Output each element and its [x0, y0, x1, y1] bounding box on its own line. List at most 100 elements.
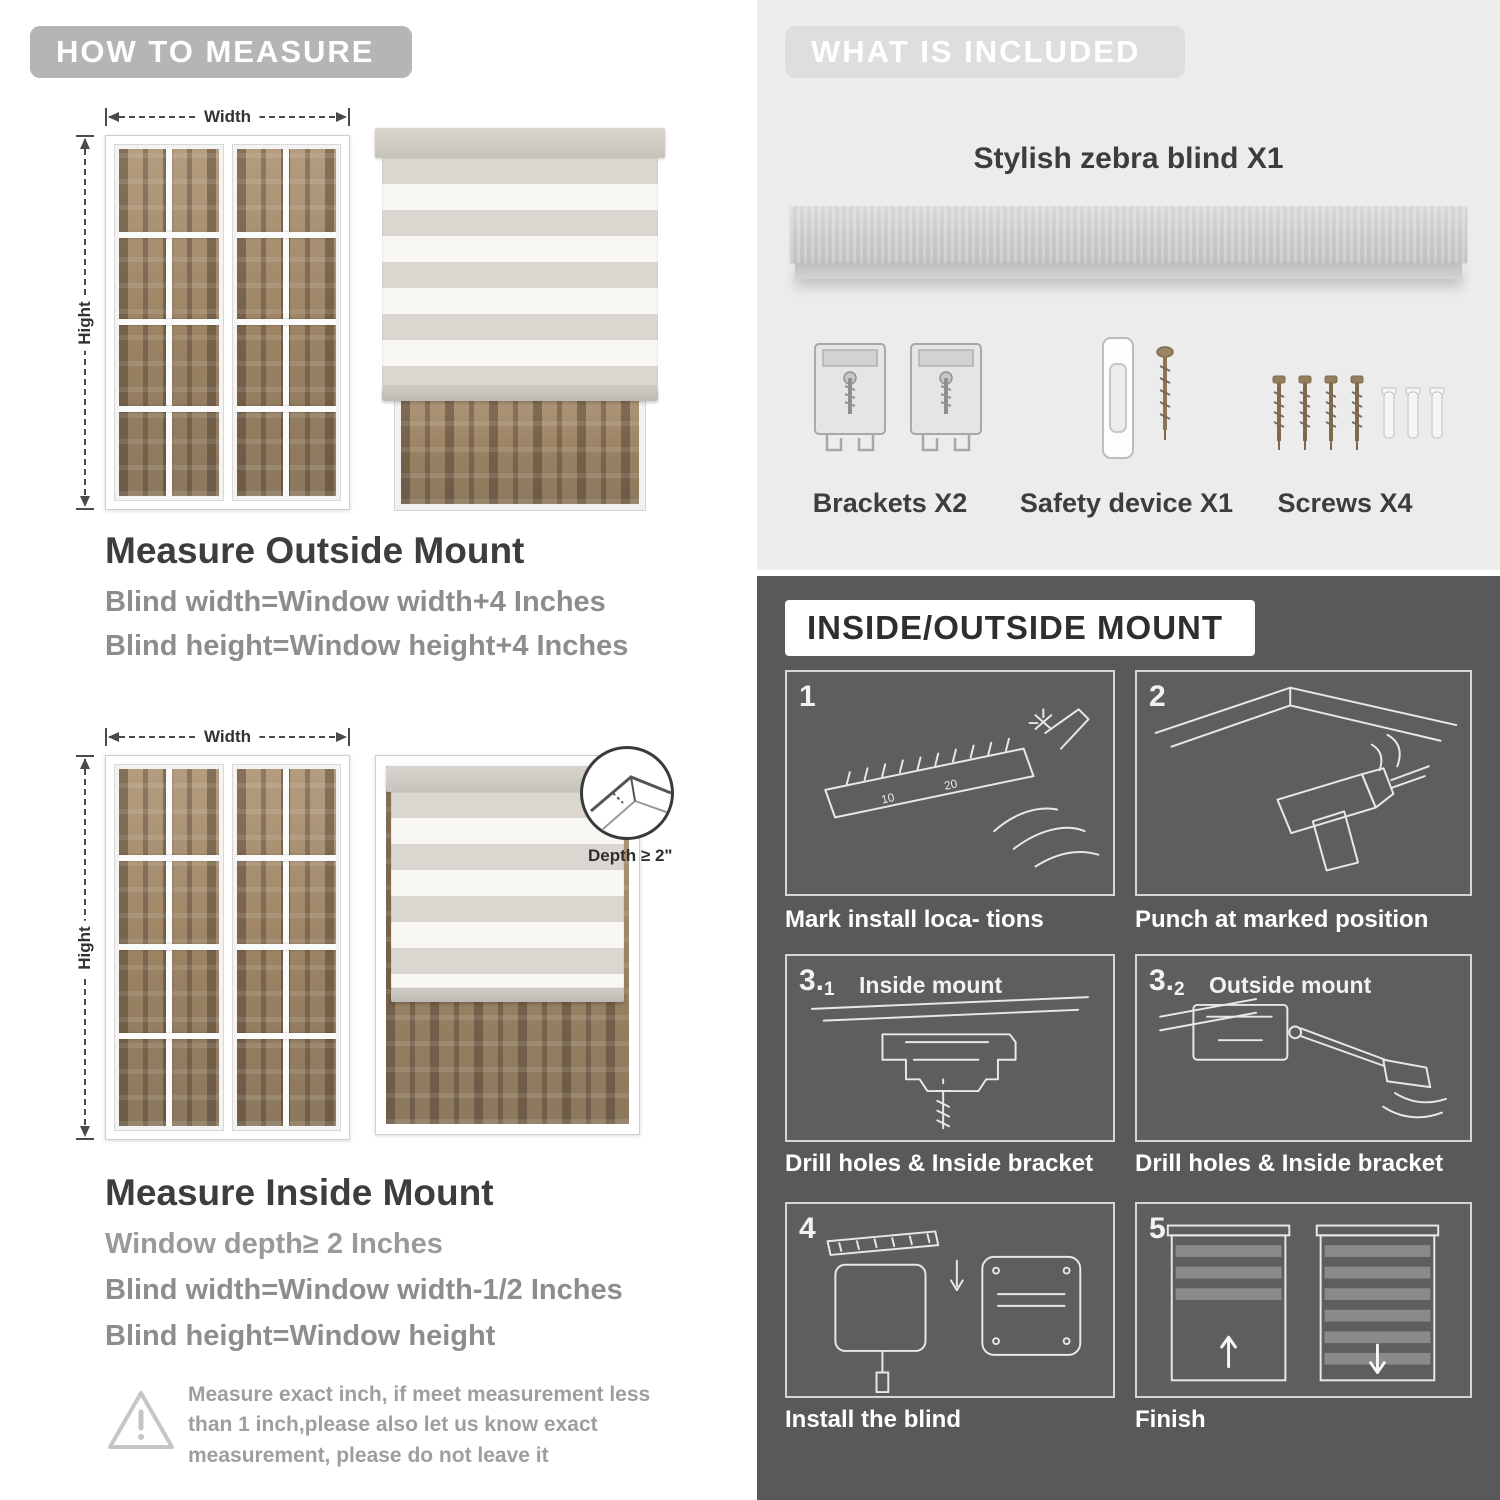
mount-header: INSIDE/OUTSIDE MOUNT — [785, 600, 1255, 656]
muntin — [236, 1033, 336, 1040]
step-2-caption: Punch at marked position — [1135, 906, 1429, 933]
blind-bottomrail — [382, 386, 658, 401]
install-blind-art — [826, 1230, 1082, 1394]
muntin — [119, 1033, 219, 1040]
step-4-panel: 4 — [785, 1202, 1115, 1398]
muntin — [236, 854, 336, 861]
step-1-caption: Mark install loca- tions — [785, 906, 1044, 933]
step-number-text: 3. — [1149, 964, 1175, 997]
window-behind-blind — [394, 377, 646, 511]
step-number: 3.2 — [1149, 964, 1185, 1000]
step-number: 1 — [799, 680, 816, 714]
step-3-2-panel: 3.2 Outside mount — [1135, 954, 1472, 1142]
width-dimension-arrow: Width — [105, 724, 350, 750]
outside-rule-2: Blind height=Window height+4 Inches — [105, 630, 629, 662]
window-sash — [231, 764, 341, 1131]
what-is-included-header: WHAT IS INCLUDED — [785, 26, 1185, 78]
window-sash — [231, 144, 341, 501]
blind-headrail — [375, 128, 665, 158]
step-number-text: 5 — [1149, 1212, 1166, 1245]
step-number: 2 — [1149, 680, 1166, 714]
height-dimension-arrow: Hight — [72, 135, 98, 510]
safety-device-icon — [1075, 334, 1205, 466]
inside-rule-1: Window depth≥ 2 Inches — [105, 1228, 443, 1260]
step-5-panel: 5 — [1135, 1202, 1472, 1398]
outside-rule-1: Blind width=Window width+4 Inches — [105, 586, 606, 618]
outside-mount-figure: Width Hight — [72, 104, 682, 514]
inside-mount-title: Measure Inside Mount — [105, 1172, 494, 1213]
window-photo — [401, 384, 639, 504]
step-number: 4 — [799, 1212, 816, 1246]
step-3-2-caption: Drill holes & Inside bracket — [1135, 1150, 1444, 1177]
inside-bracket-art — [811, 996, 1089, 1130]
width-arrow-line — [105, 728, 350, 746]
depth-detail-callout — [580, 746, 674, 840]
drill-art — [1154, 686, 1458, 872]
width-label: Width — [195, 727, 260, 747]
muntin — [119, 943, 219, 950]
step-number-sub: 1 — [824, 979, 835, 1000]
inside-rule-3: Blind height=Window height — [105, 1320, 496, 1352]
svg-text:10: 10 — [880, 791, 896, 807]
how-to-measure-section: HOW TO MEASURE Width — [30, 26, 682, 1467]
height-dimension-arrow: Hight — [72, 755, 98, 1140]
muntin — [119, 319, 219, 326]
muntin — [119, 854, 219, 861]
depth-label: Depth ≥ 2" — [588, 846, 673, 865]
width-label: Width — [195, 107, 260, 127]
screws-label: Screws X4 — [1277, 488, 1413, 518]
what-is-included-section: WHAT IS INCLUDED Stylish zebra blind X1 — [757, 0, 1500, 570]
step-number-text: 4 — [799, 1212, 816, 1245]
how-to-measure-header: HOW TO MEASURE — [30, 26, 412, 78]
measure-note: Measure exact inch, if meet measurement … — [188, 1383, 651, 1467]
brackets-label: Brackets X2 — [812, 488, 968, 518]
window-corner-detail — [590, 775, 671, 830]
step-2-panel: 2 — [1135, 670, 1472, 896]
muntin — [119, 232, 219, 239]
muntin — [236, 943, 336, 950]
step-number-text: 3. — [799, 964, 825, 997]
safety-device-label: Safety device X1 — [1019, 488, 1234, 518]
muntin — [119, 405, 219, 412]
muntin — [236, 319, 336, 326]
width-dimension-arrow: Width — [105, 104, 350, 130]
outside-bracket-art — [1159, 998, 1447, 1119]
step-3-1-panel: 3.1 Inside mount — [785, 954, 1115, 1142]
blind-stripes — [391, 792, 624, 988]
step-number-text: 2 — [1149, 680, 1166, 713]
blind-bottomrail — [391, 988, 624, 1002]
height-label: Hight — [75, 919, 95, 976]
step-number: 3.1 — [799, 964, 835, 1000]
height-label: Hight — [75, 294, 95, 351]
window-illustration — [105, 135, 350, 510]
blind-stripes — [382, 158, 658, 386]
zebra-blind-outside-illustration — [375, 128, 665, 511]
step-5-caption: Finish — [1135, 1406, 1206, 1433]
how-to-measure-title: HOW TO MEASURE — [56, 34, 375, 69]
window-sash — [114, 764, 224, 1131]
finish-art — [1166, 1224, 1440, 1382]
screws-icon — [1267, 372, 1447, 464]
step-3-1-caption: Drill holes & Inside bracket — [785, 1150, 1094, 1177]
step-number-sub: 2 — [1174, 979, 1185, 1000]
height-arrow-line — [76, 755, 94, 1140]
step-number-text: 1 — [799, 680, 816, 713]
step-title: Inside mount — [859, 972, 1003, 998]
width-arrow-line — [105, 108, 350, 126]
window-illustration — [105, 755, 350, 1140]
step-number: 5 — [1149, 1212, 1166, 1246]
warning-triangle-icon — [105, 1386, 177, 1458]
muntin — [236, 405, 336, 412]
step-title: Outside mount — [1209, 972, 1372, 998]
mount-header-title: INSIDE/OUTSIDE MOUNT — [807, 609, 1224, 646]
inside-rule-2: Blind width=Window width-1/2 Inches — [105, 1274, 623, 1306]
outside-mount-title: Measure Outside Mount — [105, 530, 525, 571]
step-4-caption: Install the blind — [785, 1406, 962, 1433]
muntin — [236, 232, 336, 239]
blind-item-label: Stylish zebra blind X1 — [973, 142, 1284, 175]
svg-text:20: 20 — [943, 777, 959, 793]
zebra-blind-headrail-photo — [790, 205, 1467, 279]
what-is-included-title: WHAT IS INCLUDED — [811, 34, 1141, 69]
mark-locations-art: 10 20 — [824, 708, 1100, 868]
